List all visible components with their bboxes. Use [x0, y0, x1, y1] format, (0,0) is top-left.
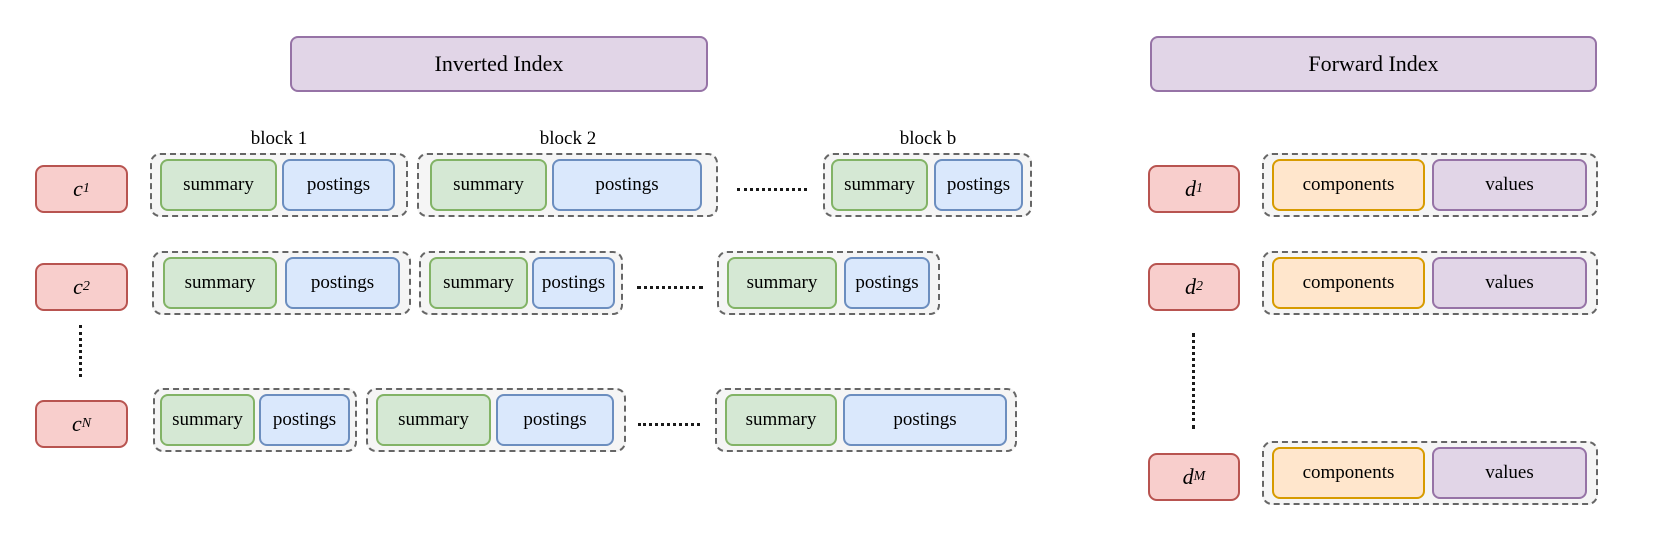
d1-values-box: values [1432, 159, 1587, 211]
cN-block2-summary-box: summary [376, 394, 491, 446]
c2-blockb-summary-box: summary [727, 257, 837, 309]
c2-block2-summary-box: summary [429, 257, 528, 309]
cN-block1-postings-box: postings [259, 394, 350, 446]
c2-block1-postings-box: postings [285, 257, 400, 309]
c1-block2-summary-box: summary [430, 159, 547, 211]
c2-block2-postings-box: postings [532, 257, 615, 309]
c2-blockb-postings-box: postings [844, 257, 930, 309]
row-label-d1-base: d [1185, 176, 1196, 201]
inverted-index-header: Inverted Index [290, 36, 708, 92]
c2-ellipsis-dots [637, 286, 703, 289]
row-label-cN-base: c [71, 411, 82, 436]
c1-blockb-postings-box: postings [934, 159, 1023, 211]
c1-block2-postings-box: postings [552, 159, 702, 211]
dM-values-box: values [1432, 447, 1587, 499]
c1-block1-summary-box: summary [160, 159, 277, 211]
d1-components-box: components [1272, 159, 1425, 211]
d2-components-box: components [1272, 257, 1425, 309]
c1-ellipsis-dots [737, 188, 807, 191]
cN-block1-summary-box: summary [160, 394, 255, 446]
row-label-dM-base: d [1182, 464, 1194, 489]
forward-rows-ellipsis-dots [1192, 333, 1195, 429]
dM-components-box: components [1272, 447, 1425, 499]
c2-block1-summary-box: summary [163, 257, 277, 309]
forward-index-header: Forward Index [1150, 36, 1597, 92]
block-label-1: block 1 [250, 128, 308, 149]
row-label-d2-base: d [1185, 274, 1196, 299]
cN-blockb-summary-box: summary [725, 394, 837, 446]
cN-block2-postings-box: postings [496, 394, 614, 446]
row-label-c2-base: c [73, 274, 83, 299]
cN-ellipsis-dots [638, 423, 700, 426]
d2-values-box: values [1432, 257, 1587, 309]
block-label-b: block b [899, 128, 957, 149]
c1-blockb-summary-box: summary [831, 159, 928, 211]
block-label-2: block 2 [539, 128, 597, 149]
cN-blockb-postings-box: postings [843, 394, 1007, 446]
row-label-c1-base: c [73, 176, 83, 201]
inverted-rows-ellipsis-dots [79, 325, 82, 377]
c1-block1-postings-box: postings [282, 159, 395, 211]
